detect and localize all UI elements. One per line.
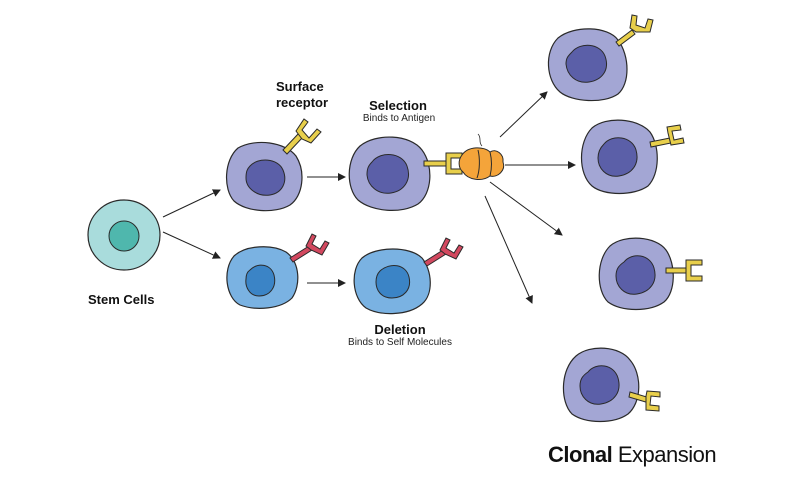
clone-cell-2 bbox=[581, 119, 685, 195]
clone-receptor-icon-1 bbox=[615, 14, 654, 47]
arrow-expansion-1 bbox=[499, 91, 548, 138]
title-bold: Clonal bbox=[548, 442, 613, 467]
lymphocyte-selection bbox=[348, 133, 505, 211]
clone-receptor-icon-3 bbox=[665, 259, 703, 282]
clone-cell-1 bbox=[547, 14, 654, 102]
arrow-expansion-3 bbox=[489, 181, 563, 236]
diagram-title: Clonal Expansion bbox=[548, 442, 717, 468]
antigen-icon bbox=[458, 133, 505, 180]
lymphocyte-with-surface-receptor bbox=[226, 118, 322, 212]
lymphocyte-deletion bbox=[353, 237, 464, 315]
self-receptor-icon-deletion bbox=[423, 237, 464, 267]
arrow-expansion-4 bbox=[484, 195, 533, 304]
selection-sublabel: Binds to Antigen bbox=[362, 113, 436, 124]
stem-cells-label: Stem Cells bbox=[88, 292, 155, 307]
stem-nucleus bbox=[108, 220, 140, 252]
clone-receptor-icon-4 bbox=[628, 390, 661, 412]
deletion-sublabel: Binds to Self Molecules bbox=[348, 337, 452, 348]
arrow-stem-to-self-reactive bbox=[162, 231, 221, 259]
clone-cell-4 bbox=[562, 347, 661, 423]
deletion-label: Deletion bbox=[374, 322, 426, 337]
arrow-stem-to-selected bbox=[162, 189, 221, 218]
stem-cell bbox=[87, 199, 161, 271]
self-receptor-icon bbox=[289, 233, 330, 263]
clone-receptor-icon-2 bbox=[649, 124, 685, 148]
clone-cell-3 bbox=[598, 237, 703, 311]
lymphocyte-self-reactive bbox=[226, 233, 330, 309]
selection-label: Selection bbox=[369, 98, 427, 113]
surface-receptor-label-line1: Surface bbox=[276, 79, 324, 94]
surface-receptor-label-line2: receptor bbox=[276, 95, 329, 110]
title-rest: Expansion bbox=[617, 442, 717, 467]
surface-receptor-icon bbox=[282, 118, 322, 155]
